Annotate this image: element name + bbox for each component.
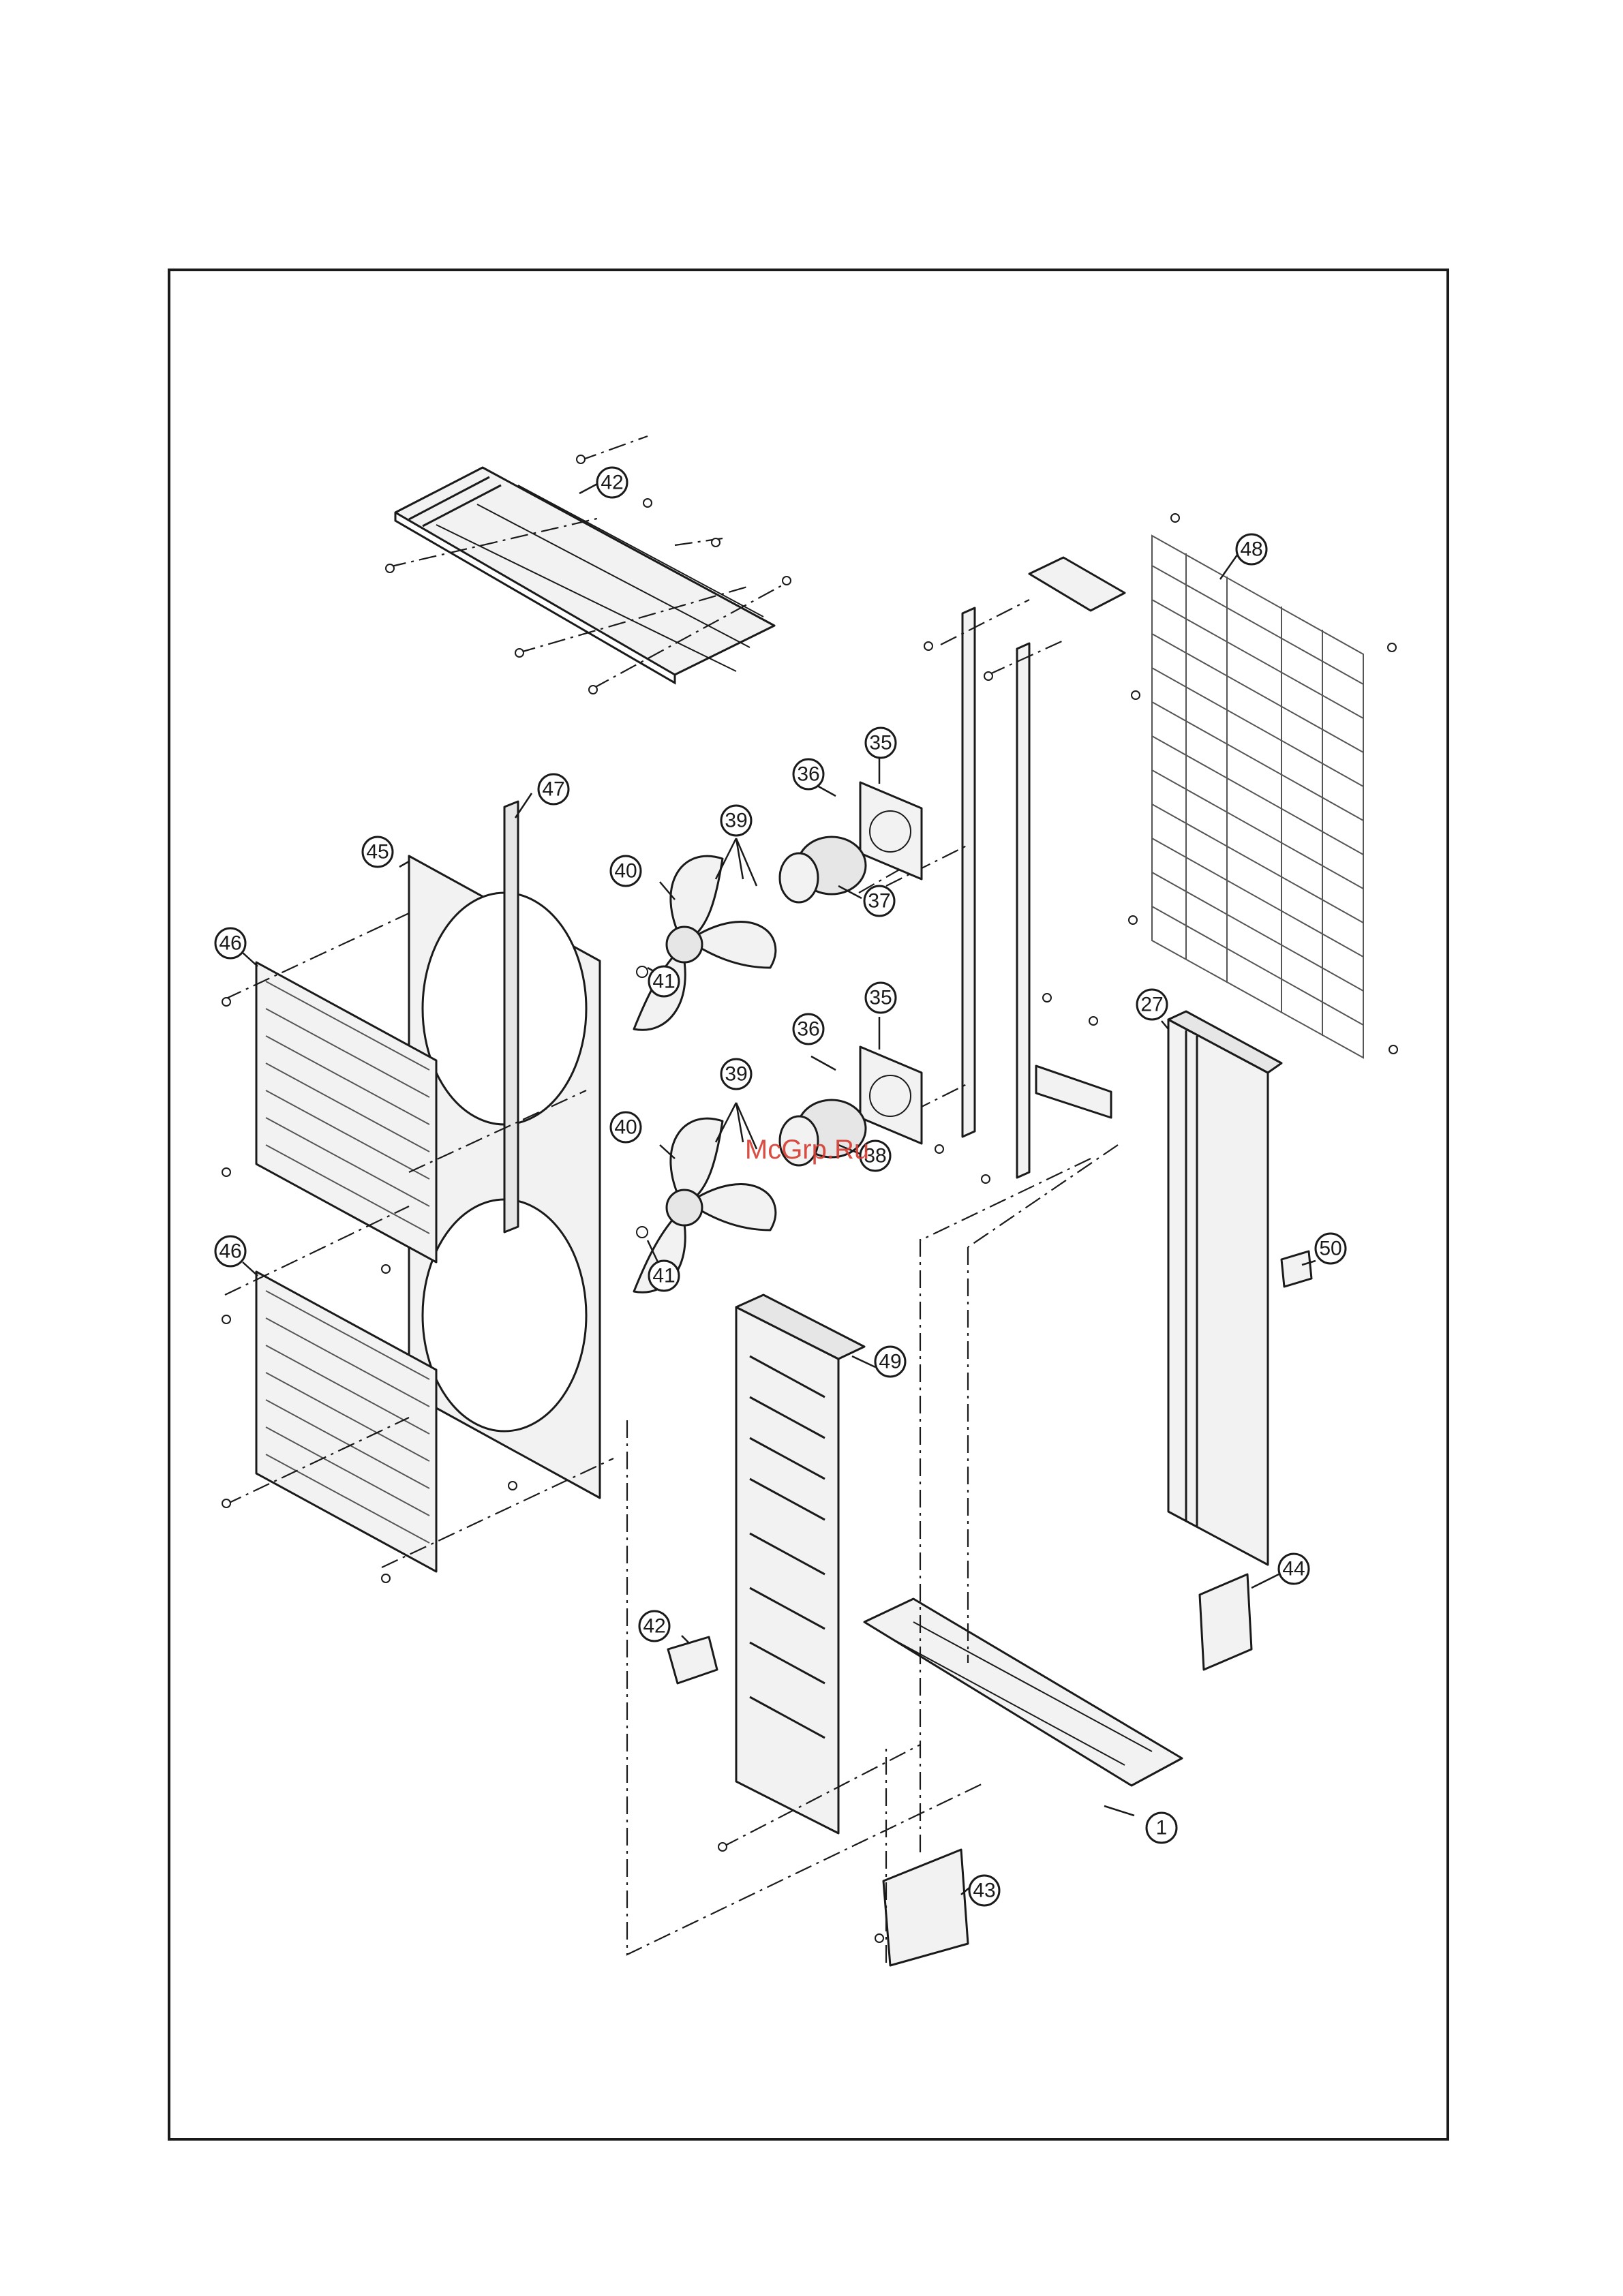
callout-1: 1 [1147, 1813, 1177, 1843]
callout-36-upper: 36 [793, 759, 823, 789]
svg-text:48: 48 [1240, 538, 1262, 561]
motor-brackets [860, 782, 922, 1144]
callout-48: 48 [1237, 534, 1266, 564]
wire-guard [1152, 536, 1363, 1058]
callout-44: 44 [1279, 1554, 1309, 1584]
svg-text:45: 45 [366, 841, 389, 863]
svg-text:36: 36 [797, 1018, 819, 1041]
routing-dash-lines [627, 1145, 1118, 1963]
callout-39-lower: 39 [721, 1059, 751, 1089]
callout-36-lower: 36 [793, 1014, 823, 1044]
callout-41-upper: 41 [649, 966, 679, 996]
callout-35-lower: 35 [866, 983, 896, 1013]
callout-49: 49 [875, 1347, 905, 1377]
watermark: McGrp.Ru [745, 1135, 869, 1165]
base-pan [864, 1599, 1182, 1786]
top-panel [395, 468, 774, 683]
callout-42-lower: 42 [639, 1611, 669, 1641]
svg-text:42: 42 [643, 1615, 665, 1638]
callout-39-upper: 39 [721, 806, 751, 836]
svg-text:40: 40 [614, 1116, 637, 1139]
svg-text:37: 37 [868, 890, 890, 913]
callout-40-upper: 40 [611, 856, 641, 886]
callout-37: 37 [864, 886, 894, 916]
svg-text:35: 35 [869, 987, 892, 1009]
svg-text:46: 46 [219, 932, 241, 955]
callout-46-lower: 46 [215, 1236, 245, 1266]
svg-text:43: 43 [973, 1880, 995, 1902]
svg-text:44: 44 [1282, 1558, 1305, 1580]
callout-40-lower: 40 [611, 1112, 641, 1142]
callout-45: 45 [363, 837, 393, 867]
callout-35-upper: 35 [866, 728, 896, 758]
callout-50: 50 [1316, 1234, 1346, 1264]
callout-46-upper: 46 [215, 928, 245, 958]
callout-27: 27 [1137, 990, 1167, 1020]
fan-motors [780, 837, 866, 1165]
callout-42-top: 42 [597, 468, 627, 498]
svg-text:41: 41 [652, 1265, 675, 1287]
svg-text:49: 49 [879, 1351, 901, 1373]
svg-text:50: 50 [1319, 1238, 1341, 1260]
callout-43: 43 [969, 1876, 999, 1905]
svg-text:39: 39 [725, 810, 747, 832]
svg-text:36: 36 [797, 763, 819, 786]
service-panel [736, 1295, 864, 1833]
svg-text:39: 39 [725, 1063, 747, 1086]
fan-panel [409, 801, 600, 1498]
svg-text:35: 35 [869, 732, 892, 754]
svg-text:27: 27 [1140, 994, 1163, 1016]
side-panel [1168, 1011, 1281, 1565]
svg-text:46: 46 [219, 1240, 241, 1263]
fan-propellers [634, 856, 776, 1292]
svg-text:41: 41 [652, 970, 675, 993]
svg-text:42: 42 [601, 472, 623, 494]
svg-text:40: 40 [614, 860, 637, 883]
svg-text:47: 47 [542, 778, 564, 801]
callout-47: 47 [539, 774, 568, 804]
callout-41-lower: 41 [649, 1261, 679, 1291]
svg-text:1: 1 [1156, 1817, 1168, 1839]
